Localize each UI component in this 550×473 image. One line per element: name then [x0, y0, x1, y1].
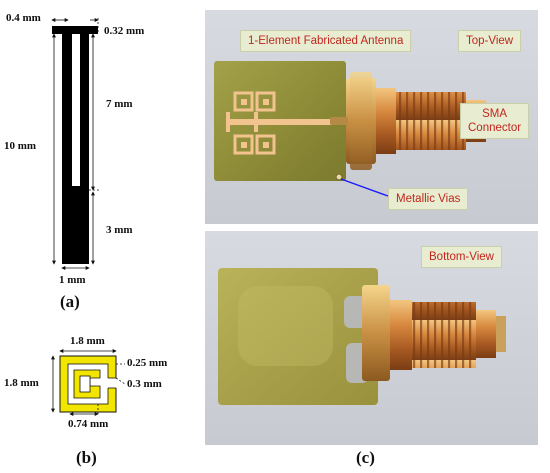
sma-connector-callout: SMA Connector: [460, 103, 530, 139]
dim-outer-height: 1.8 mm: [4, 377, 39, 389]
dim-width: 1 mm: [59, 274, 86, 286]
dim-total-length: 10 mm: [4, 140, 37, 152]
resonator-dimension-lines: [51, 349, 126, 416]
dim-bottom-length: 3 mm: [106, 224, 133, 236]
title-callout: 1-Element Fabricated Antenna: [240, 30, 412, 52]
antenna-element-drawing: [52, 26, 98, 264]
dim-resonator-gap: 0.3 mm: [127, 378, 162, 390]
dim-slot-length: 7 mm: [106, 98, 133, 110]
metallic-vias-callout: Metallic Vias: [388, 188, 469, 210]
dim-top-width: 0.4 mm: [6, 12, 41, 24]
caption-a: (a): [60, 292, 80, 311]
caption-c: (c): [356, 448, 375, 467]
dim-inner: 0.74 mm: [68, 418, 109, 430]
dim-trace: 0.25 mm: [127, 357, 168, 369]
bottom-view-callout: Bottom-View: [421, 246, 502, 268]
top-view-callout: Top-View: [458, 30, 522, 52]
resonator-drawing: [59, 355, 118, 413]
dim-gap: 0.32 mm: [104, 25, 145, 37]
caption-b: (b): [76, 448, 97, 467]
antenna-dimension-lines: [51, 18, 100, 270]
dim-outer-width: 1.8 mm: [70, 335, 105, 347]
